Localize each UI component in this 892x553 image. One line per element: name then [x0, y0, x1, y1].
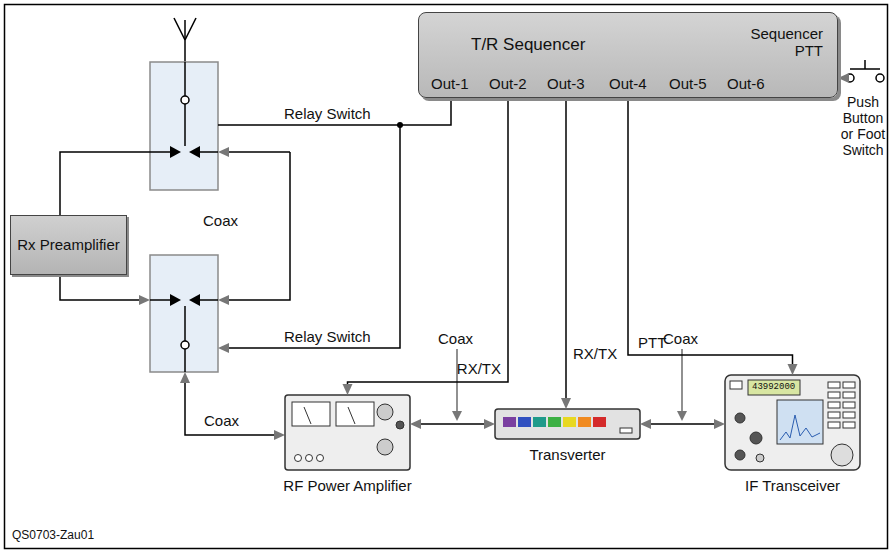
cable-name: Coax: [204, 412, 239, 429]
device-name: IF Transceiver: [745, 477, 840, 494]
relay-symbol: [150, 255, 218, 372]
arrowhead: [714, 419, 725, 429]
output-name: Out-5: [669, 75, 707, 92]
leader-line: [457, 349, 682, 413]
cable-name: Coax: [438, 330, 473, 347]
relay-control-wire: [218, 98, 451, 348]
arrowhead: [640, 419, 651, 429]
arrowhead: [410, 419, 421, 429]
device-name: Transverter: [529, 446, 605, 463]
control-line-name: Relay Switch: [284, 105, 371, 122]
arrowhead: [838, 73, 849, 83]
transceiver-illustration: [725, 375, 860, 470]
signal-name: RX/TX: [457, 360, 501, 377]
connector: [628, 98, 798, 375]
junction-dot: [397, 122, 403, 128]
figure-code: QS0703-Zau01: [12, 528, 94, 542]
connector: [343, 98, 509, 395]
box-title: T/R Sequencer: [471, 35, 585, 55]
signal-name: PTT: [638, 334, 666, 351]
arrowhead: [561, 398, 571, 409]
transverter-illustration: [495, 409, 640, 439]
box-name: Rx Preamplifier: [17, 236, 120, 253]
connector-line: [419, 423, 486, 425]
frame: [5, 5, 888, 549]
coax-wire: [60, 152, 290, 435]
connector: [838, 73, 849, 83]
connector-line: [565, 98, 567, 400]
amplifier-box: RF Power Amplifier: [285, 395, 410, 470]
arrowhead: [218, 343, 229, 353]
transverter-box: Transverter: [495, 409, 640, 439]
connector-line: [628, 98, 793, 366]
arrowhead: [139, 147, 285, 440]
switch-symbol: [846, 60, 884, 82]
connector-line: [348, 98, 509, 386]
cable-name: Coax: [203, 212, 238, 229]
switch-name: Push Button or Foot Switch: [838, 58, 888, 158]
sequencer-box: T/R Sequencer Sequencer PTT Out-1 Out-2 Out-…: [418, 12, 838, 98]
caption-holder: Transverter: [529, 446, 605, 463]
connector: [561, 98, 571, 409]
connector: [640, 419, 725, 429]
control-line-name: Relay Switch: [284, 328, 371, 345]
preamp-box: Rx Preamplifier: [10, 215, 127, 275]
arrowhead: [343, 384, 353, 395]
cable-name: Coax: [663, 330, 698, 347]
output-name: Out-2: [489, 75, 527, 92]
relay-symbol: [150, 62, 218, 190]
device-name: RF Power Amplifier: [283, 477, 411, 494]
antenna-symbol: [174, 18, 196, 62]
amplifier-illustration: [285, 395, 410, 470]
switch-box: Push Button or Foot Switch: [838, 58, 888, 168]
connector-line: [649, 423, 716, 425]
output-name: Out-1: [431, 75, 469, 92]
caption-holder: IF Transceiver: [745, 477, 840, 494]
signal-name: RX/TX: [573, 345, 617, 362]
output-name: Out-4: [609, 75, 647, 92]
input-name: Sequencer PTT: [747, 25, 823, 60]
display-readout: 43992000: [752, 382, 795, 393]
output-name: Out-6: [727, 75, 765, 92]
caption-holder: RF Power Amplifier: [283, 477, 411, 494]
arrowhead: [484, 419, 495, 429]
output-name: Out-3: [547, 75, 585, 92]
arrowhead: [788, 364, 798, 375]
arrowhead: [452, 411, 687, 421]
connector: [410, 419, 495, 429]
